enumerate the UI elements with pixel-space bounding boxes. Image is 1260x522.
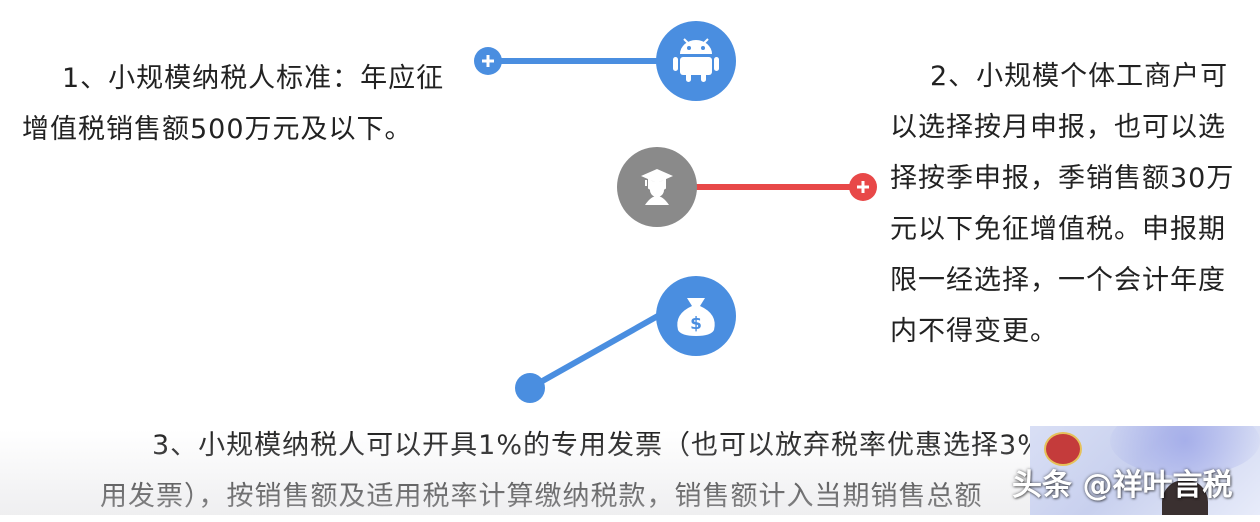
point-2-line-3: 择按季申报，季销售额30万 (890, 163, 1235, 194)
point-2-line-6: 内不得变更。 (890, 316, 1058, 347)
point-3-line-1: 3、小规模纳税人可以开具1%的专用发票（也可以放弃税率优惠选择3% (152, 430, 1044, 461)
presenter-avatar (1162, 480, 1208, 515)
money-bag-icon: $ (656, 276, 736, 356)
point-2-line-2: 以选择按月申报，也可以选 (890, 112, 1226, 143)
svg-text:$: $ (690, 314, 702, 334)
point-2-line-1: 2、小规模个体工商户可 (930, 61, 1229, 92)
point-1-line-1: 1、小规模纳税人标准：年应征 (62, 63, 445, 94)
point-2-line-4: 元以下免征增值税。申报期 (890, 214, 1226, 245)
point-3-text: 3、小规模纳税人可以开具1%的专用发票（也可以放弃税率优惠选择3% 用发票），按… (100, 420, 1060, 522)
bottom-end-node (515, 373, 545, 403)
graduate-icon (617, 147, 697, 227)
bottom-connector-line (528, 305, 674, 391)
android-icon (656, 21, 736, 101)
middle-plus-node[interactable] (849, 173, 877, 201)
watermark-text: 头条 @祥叶言税 (1012, 468, 1233, 503)
point-1-text: 1、小规模纳税人标准：年应征 增值税销售额500万元及以下。 (22, 53, 472, 155)
point-2-text: 2、小规模个体工商户可 以选择按月申报，也可以选 择按季申报，季销售额30万 元… (890, 51, 1255, 357)
point-1-line-2: 增值税销售额500万元及以下。 (22, 114, 413, 145)
point-3-line-2: 用发票），按销售额及适用税率计算缴纳税款，销售额计入当期销售总额 (100, 481, 983, 512)
presenter-video-thumbnail[interactable] (1030, 426, 1260, 515)
point-2-line-5: 限一经选择，一个会计年度 (890, 265, 1226, 296)
top-plus-node[interactable] (474, 47, 502, 75)
emblem-icon (1044, 432, 1082, 466)
